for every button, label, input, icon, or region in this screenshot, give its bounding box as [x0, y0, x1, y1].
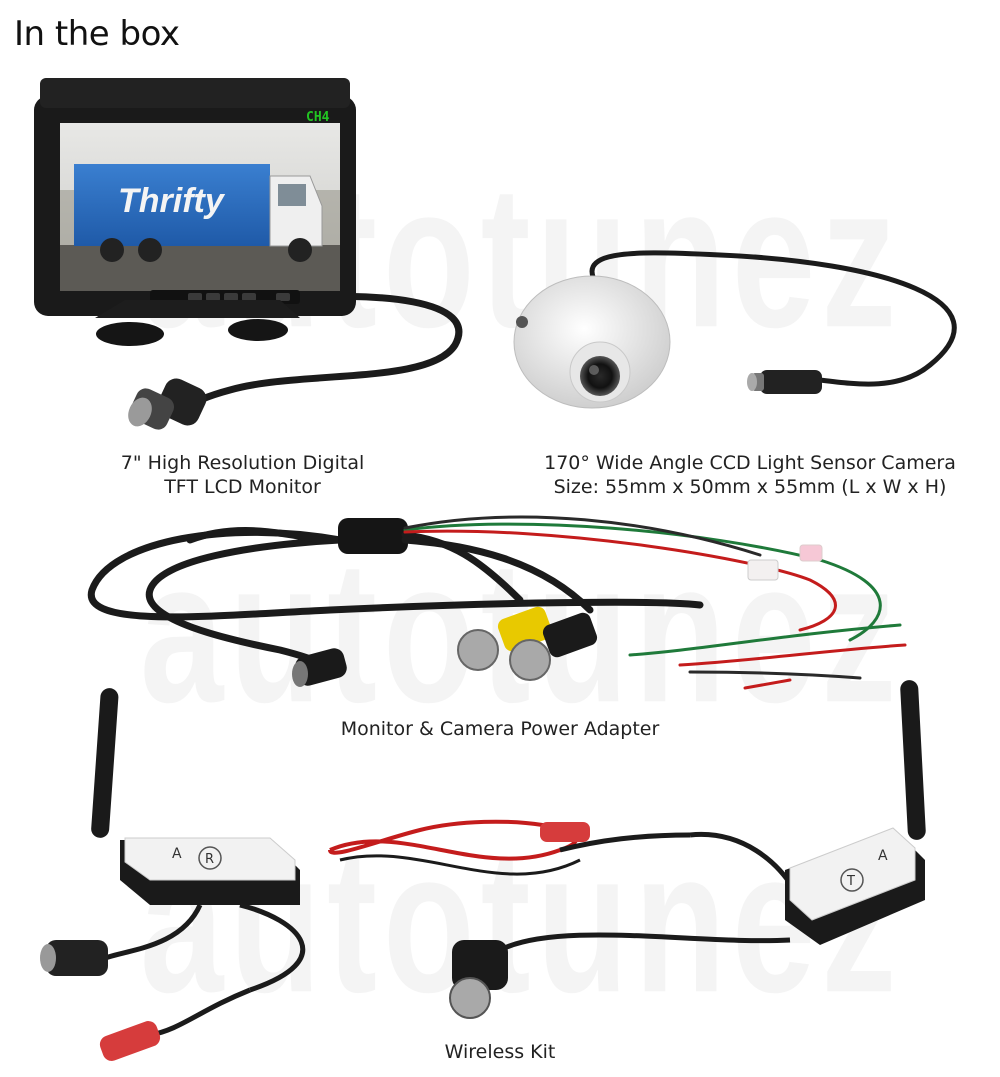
truck-logo-text: Thrifty — [118, 182, 226, 220]
monitor-caption: 7" High Resolution Digital TFT LCD Monit… — [100, 451, 385, 499]
camera-caption-line1: 170° Wide Angle CCD Light Sensor Camera — [544, 452, 956, 474]
power-adapter — [87, 515, 907, 690]
truck-tarp — [74, 164, 270, 246]
transmitter-label: T — [846, 874, 855, 889]
monitor: Thrifty CH4 — [34, 78, 463, 430]
camera-connector — [747, 370, 822, 394]
adapter-caption: Monitor & Camera Power Adapter — [340, 718, 660, 740]
monitor-connector — [128, 378, 207, 430]
wireless-caption: Wireless Kit — [444, 1041, 556, 1063]
receiver-antenna-mark: A — [172, 846, 182, 862]
monitor-caption-line2: TFT LCD Monitor — [164, 476, 321, 498]
camera-caption: 170° Wide Angle CCD Light Sensor Camera … — [520, 451, 980, 499]
page-heading: In the box — [14, 14, 180, 54]
transmitter-antenna-mark: A — [878, 848, 888, 864]
camera-caption-line2: Size: 55mm x 50mm x 55mm (L x W x H) — [553, 476, 947, 498]
wireless-kit: R A T A — [40, 680, 926, 1061]
receiver-label: R — [205, 852, 214, 867]
camera — [513, 250, 957, 409]
monitor-caption-line1: 7" High Resolution Digital — [120, 452, 365, 474]
screen-channel-indicator: CH4 — [306, 110, 330, 125]
